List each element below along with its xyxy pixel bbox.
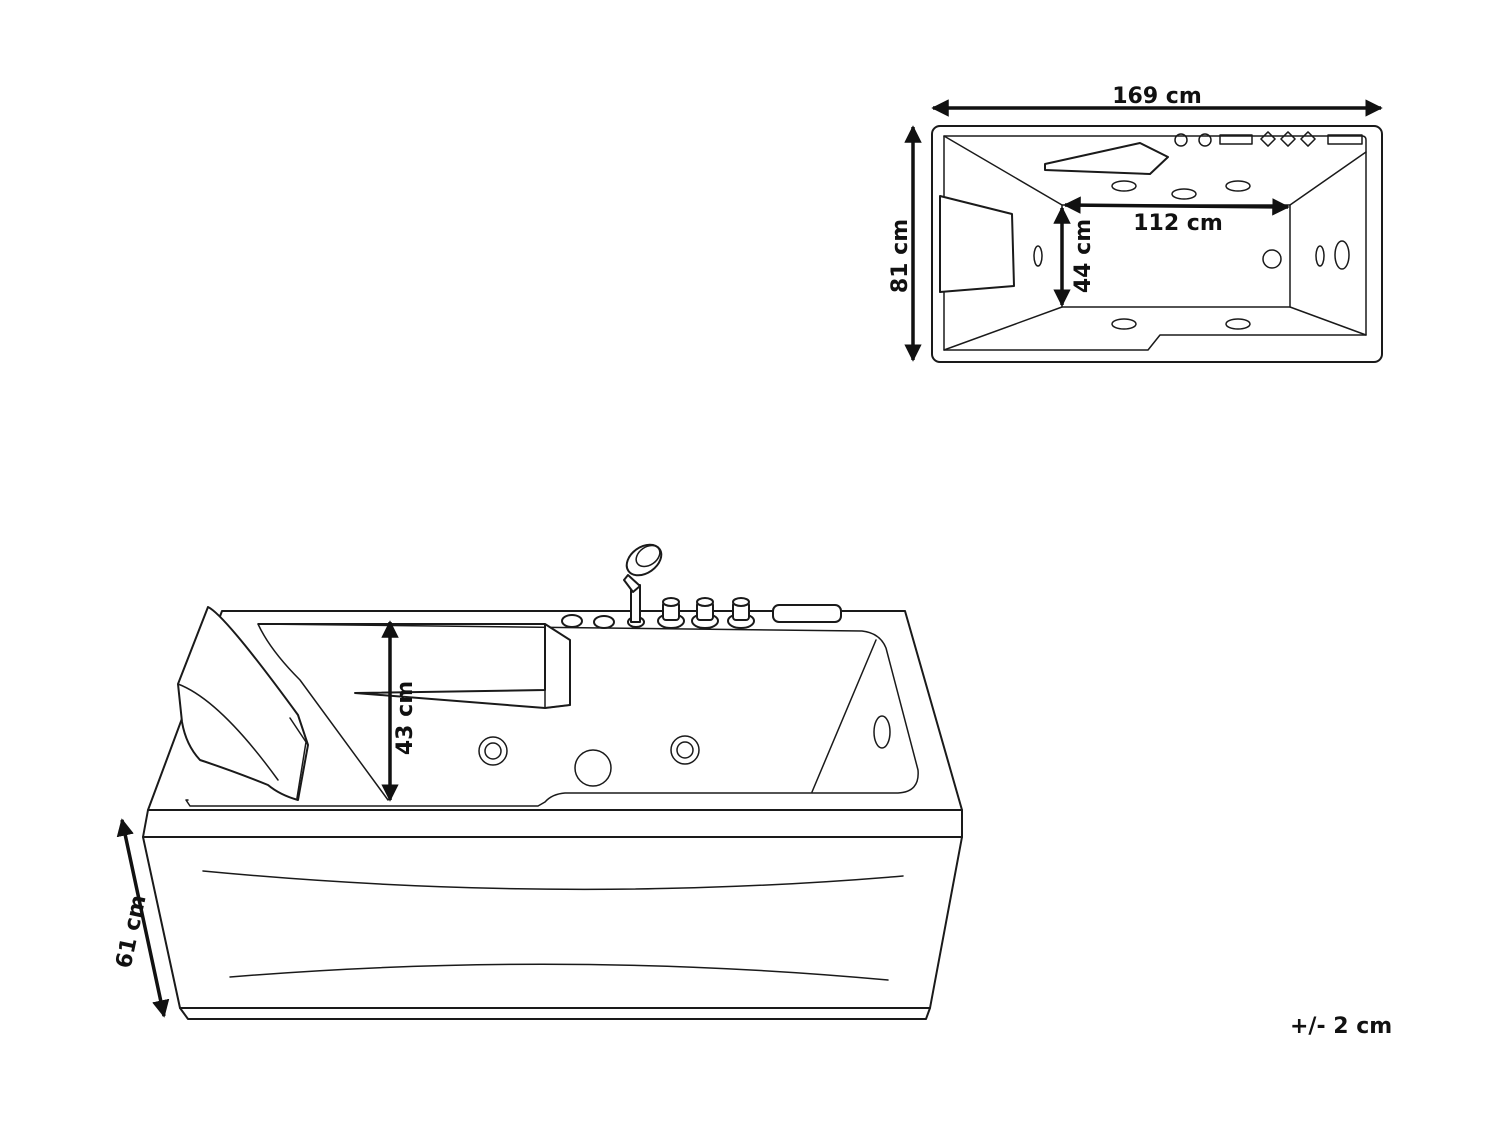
top-view-outer-rim [931, 125, 1383, 363]
base [179, 1007, 931, 1020]
panel-curve-upper [202, 870, 904, 891]
side-view-drawing [142, 543, 963, 1020]
top-view-headrest [939, 195, 1015, 293]
label-width: 169 cm [1112, 84, 1202, 109]
tolerance-note: +/- 2 cm [1290, 1014, 1393, 1039]
label-depth: 81 cm [888, 219, 913, 293]
control-panel-icon [772, 604, 842, 623]
basin-left-slope [257, 623, 389, 801]
headrest [177, 606, 309, 801]
dim-line-height [116, 818, 170, 1018]
dim-line-inner-length [1063, 196, 1290, 216]
top-view-drawing [931, 125, 1383, 363]
side-view-drain-icon [574, 749, 612, 787]
rim-band [142, 809, 963, 838]
label-inner-width: 44 cm [1071, 219, 1096, 293]
label-inner-depth: 43 cm [393, 681, 418, 755]
top-view-armrest [1044, 142, 1169, 175]
top-view-controls [1174, 131, 1363, 147]
panel-curve-lower [229, 963, 889, 981]
label-inner-length: 112 cm [1133, 211, 1223, 236]
drain-icon [1262, 249, 1282, 269]
tap-knob-3-icon [727, 597, 755, 629]
inner-basin [185, 623, 919, 807]
basin-right-slope [811, 639, 877, 793]
tap-knob-2-icon [691, 597, 719, 629]
front-panel [142, 836, 963, 1009]
deck-controls [561, 543, 842, 629]
side-view-jets [478, 715, 891, 787]
tap-knob-1-icon [657, 597, 685, 629]
